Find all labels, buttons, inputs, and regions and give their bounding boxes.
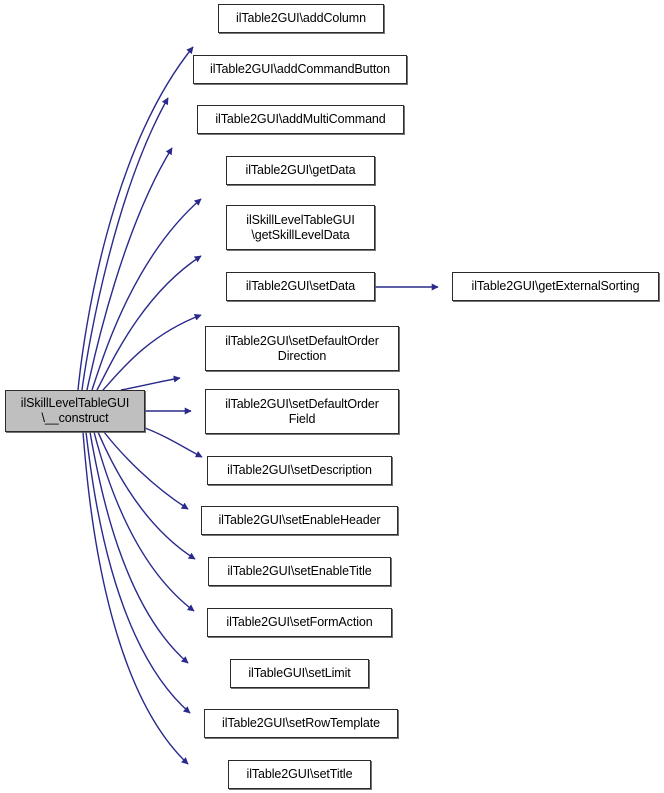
- graph-node-label: ilTable2GUI\setDescription: [227, 463, 372, 477]
- graph-node-label: ilTable2GUI\setEnableTitle: [227, 564, 372, 578]
- graph-node-label: ilTable2GUI\addMultiCommand: [215, 112, 386, 126]
- graph-edge-construct-to-setdefaultorderdirection: [120, 375, 181, 391]
- graph-node-addcolumn[interactable]: ilTable2GUI\addColumn: [218, 4, 384, 33]
- graph-edge-construct-to-setdescription: [144, 427, 203, 458]
- graph-node-label: ilTableGUI\setLimit: [248, 666, 351, 680]
- graph-edge-construct-to-getdata: [91, 198, 202, 391]
- graph-edge-construct-to-addcommandbutton: [81, 97, 169, 391]
- graph-node-setdefaultorderdirection[interactable]: ilTable2GUI\setDefaultOrder Direction: [205, 326, 399, 371]
- graph-edge-construct-to-setenabletitle: [97, 431, 196, 560]
- graph-node-label: ilSkillLevelTableGUI \__construct: [20, 396, 130, 425]
- graph-node-addmulticommand[interactable]: ilTable2GUI\addMultiCommand: [197, 105, 404, 134]
- graph-edge-construct-to-setformaction: [93, 431, 195, 612]
- graph-node-label: ilTable2GUI\setDefaultOrder Direction: [225, 333, 379, 363]
- graph-node-setenableheader[interactable]: ilTable2GUI\setEnableHeader: [201, 506, 398, 535]
- graph-edge-construct-to-addmulticommand: [86, 147, 173, 391]
- graph-node-getdata[interactable]: ilTable2GUI\getData: [226, 156, 375, 185]
- graph-node-label: ilTable2GUI\setFormAction: [226, 615, 373, 629]
- graph-node-getexternalsorting[interactable]: ilTable2GUI\getExternalSorting: [452, 272, 659, 301]
- graph-node-label: ilTable2GUI\getData: [245, 163, 356, 177]
- graph-node-setdata[interactable]: ilTable2GUI\setData: [226, 272, 375, 301]
- graph-edge-construct-to-setdata: [102, 313, 202, 391]
- graph-node-setdescription[interactable]: ilTable2GUI\setDescription: [207, 456, 392, 485]
- graph-node-label: ilTable2GUI\setDefaultOrder Field: [225, 396, 379, 426]
- graph-edge-construct-to-setlimit: [89, 431, 189, 664]
- graph-edge-construct-to-getskillleveldata: [96, 255, 202, 391]
- graph-node-root-construct[interactable]: ilSkillLevelTableGUI \__construct: [5, 390, 145, 432]
- graph-edge-construct-to-setenableheader: [103, 431, 189, 510]
- graph-node-setlimit[interactable]: ilTableGUI\setLimit: [230, 659, 369, 688]
- graph-node-getskillleveldata[interactable]: ilSkillLevelTableGUI \getSkillLevelData: [226, 205, 375, 250]
- graph-node-setdefaultorderfield[interactable]: ilTable2GUI\setDefaultOrder Field: [205, 389, 399, 434]
- graph-node-settitle[interactable]: ilTable2GUI\setTitle: [228, 760, 371, 789]
- graph-node-label: ilSkillLevelTableGUI \getSkillLevelData: [246, 212, 355, 242]
- graph-node-label: ilTable2GUI\getExternalSorting: [471, 279, 640, 293]
- graph-node-label: ilTable2GUI\addColumn: [236, 11, 366, 25]
- graph-edge-construct-to-settitle: [82, 431, 189, 765]
- graph-node-label: ilTable2GUI\setTitle: [246, 767, 353, 781]
- graph-node-label: ilTable2GUI\setRowTemplate: [222, 716, 380, 730]
- graph-edge-construct-to-setrowtemplate: [85, 431, 191, 714]
- graph-node-addcommandbutton[interactable]: ilTable2GUI\addCommandButton: [193, 55, 407, 84]
- graph-node-setrowtemplate[interactable]: ilTable2GUI\setRowTemplate: [204, 709, 398, 738]
- graph-node-setenabletitle[interactable]: ilTable2GUI\setEnableTitle: [208, 557, 391, 586]
- graph-edge-construct-to-addcolumn: [77, 46, 194, 391]
- graph-node-label: ilTable2GUI\addCommandButton: [210, 62, 390, 76]
- graph-node-label: ilTable2GUI\setEnableHeader: [218, 513, 381, 527]
- graph-node-setformaction[interactable]: ilTable2GUI\setFormAction: [207, 608, 392, 637]
- graph-node-label: ilTable2GUI\setData: [245, 279, 356, 293]
